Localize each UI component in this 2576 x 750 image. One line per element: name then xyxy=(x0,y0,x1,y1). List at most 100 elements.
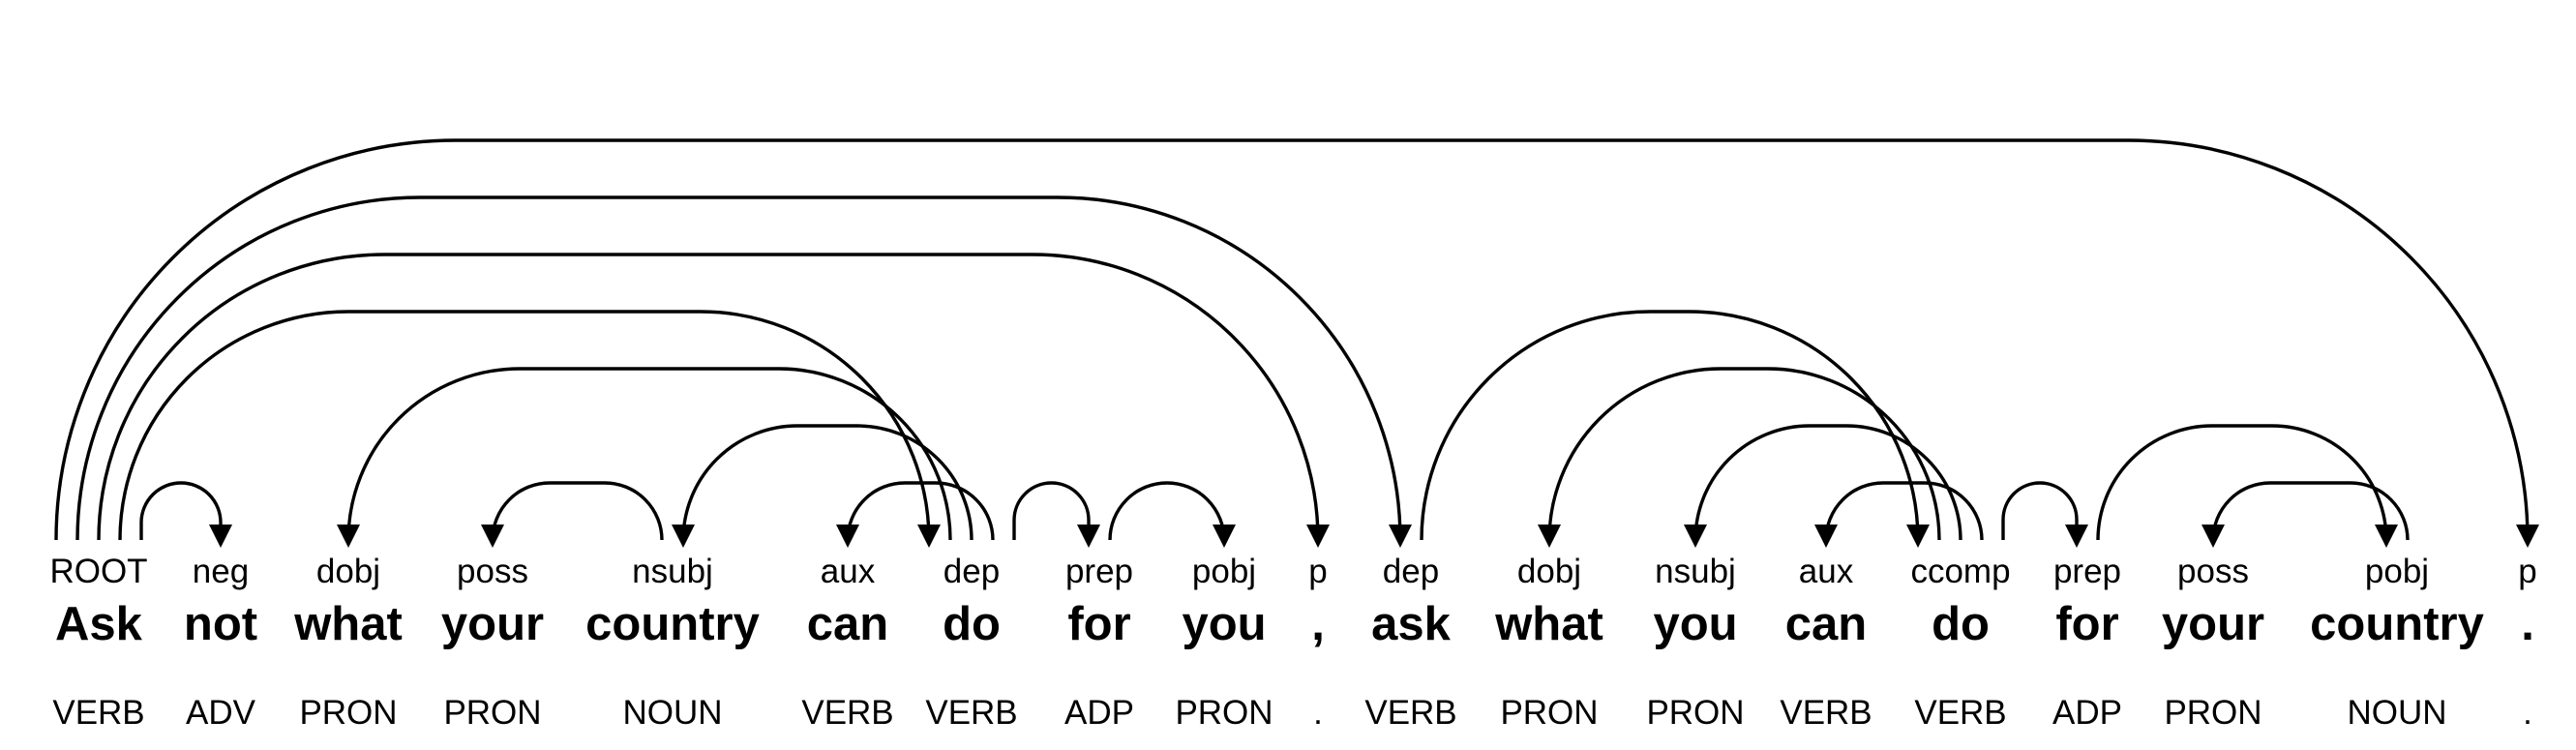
pos-tag: VERB xyxy=(925,694,1017,732)
dependency-label: prep xyxy=(1065,553,1133,590)
token-word: can xyxy=(1785,598,1867,650)
arrowhead xyxy=(1389,525,1412,548)
token-word: for xyxy=(2055,598,2118,650)
pos-tag: ADP xyxy=(1064,694,1134,732)
token-word: can xyxy=(807,598,888,650)
arrowhead xyxy=(2065,525,2088,548)
dependency-label: ROOT xyxy=(49,553,147,590)
token-word: ask xyxy=(1371,598,1452,650)
token-word: , xyxy=(1311,598,1325,650)
arrowhead xyxy=(1814,525,1838,548)
arrowhead xyxy=(917,525,941,548)
pos-tag: ADP xyxy=(2052,694,2122,732)
token-word: your xyxy=(2162,598,2264,650)
token-word: what xyxy=(293,598,403,650)
dependency-arc-p xyxy=(97,253,1320,541)
arrowhead xyxy=(1077,525,1100,548)
arrowhead xyxy=(481,525,504,548)
dependency-label: dep xyxy=(1383,553,1439,590)
dependency-label: dobj xyxy=(1517,553,1581,590)
pos-tag: VERB xyxy=(52,694,144,732)
dependency-arc-prep xyxy=(1012,481,1091,540)
token-word: what xyxy=(1494,598,1603,650)
token-column: p.. xyxy=(2518,553,2536,732)
arrowhead xyxy=(672,525,695,548)
arrowhead xyxy=(209,525,232,548)
token-word: . xyxy=(2521,598,2534,650)
arrowhead xyxy=(1538,525,1561,548)
dependency-arc-dobj xyxy=(346,367,952,541)
arrowhead xyxy=(1213,525,1236,548)
pos-tag: VERB xyxy=(1780,694,1872,732)
dependency-arc-neg xyxy=(139,481,223,540)
dependency-label: nsubj xyxy=(1655,553,1736,590)
dependency-label: dobj xyxy=(316,553,380,590)
dependency-arc-nsubj xyxy=(1693,424,1962,541)
pos-tag: . xyxy=(2523,694,2532,732)
dependency-label: aux xyxy=(821,553,876,590)
token-word: Ask xyxy=(55,598,143,650)
pos-tag: PRON xyxy=(299,694,397,732)
dependency-label: pobj xyxy=(1192,553,1256,590)
arrowhead xyxy=(2516,525,2539,548)
token-word: you xyxy=(1653,598,1737,650)
pos-tag: ADV xyxy=(186,694,256,732)
token-word: do xyxy=(1932,598,1990,650)
arrowhead xyxy=(1684,525,1707,548)
dependency-label: poss xyxy=(457,553,528,590)
dependency-label: ccomp xyxy=(1910,553,2010,590)
dependency-label: aux xyxy=(1799,553,1854,590)
arcs-layer xyxy=(54,138,2539,548)
dependency-arc-p xyxy=(54,138,2530,541)
dependency-arc-dep xyxy=(118,310,931,541)
arrowhead xyxy=(2375,525,2398,548)
dependency-label: p xyxy=(1308,553,1327,590)
pos-tag: PRON xyxy=(1500,694,1598,732)
dependency-label: pobj xyxy=(2365,553,2429,590)
token-word: country xyxy=(2310,598,2484,650)
pos-tag: . xyxy=(1313,694,1323,732)
token-column: p,. xyxy=(1308,553,1327,732)
dependency-label: poss xyxy=(2177,553,2249,590)
pos-tag: PRON xyxy=(2164,694,2261,732)
dependency-arc-aux xyxy=(1824,481,1984,541)
token-word: do xyxy=(943,598,1001,650)
arrowhead xyxy=(1906,525,1930,548)
dependency-arc-poss xyxy=(491,481,664,541)
dependency-arc-prep xyxy=(2001,481,2079,540)
pos-tag: VERB xyxy=(801,694,893,732)
pos-tag: PRON xyxy=(1646,694,1744,732)
pos-tag: PRON xyxy=(1175,694,1273,732)
token-word: you xyxy=(1182,598,1266,650)
dependency-arc-nsubj xyxy=(681,424,973,541)
pos-tag: PRON xyxy=(443,694,541,732)
token-word: country xyxy=(585,598,760,650)
dependency-arc-dep xyxy=(75,195,1402,541)
token-word: your xyxy=(441,598,544,650)
dependency-label: dep xyxy=(944,553,1000,590)
pos-tag: NOUN xyxy=(622,694,722,732)
dependency-arc-pobj xyxy=(1108,481,1226,541)
token-word: for xyxy=(1067,598,1130,650)
arrowhead xyxy=(2202,525,2225,548)
dependency-label: nsubj xyxy=(632,553,713,590)
